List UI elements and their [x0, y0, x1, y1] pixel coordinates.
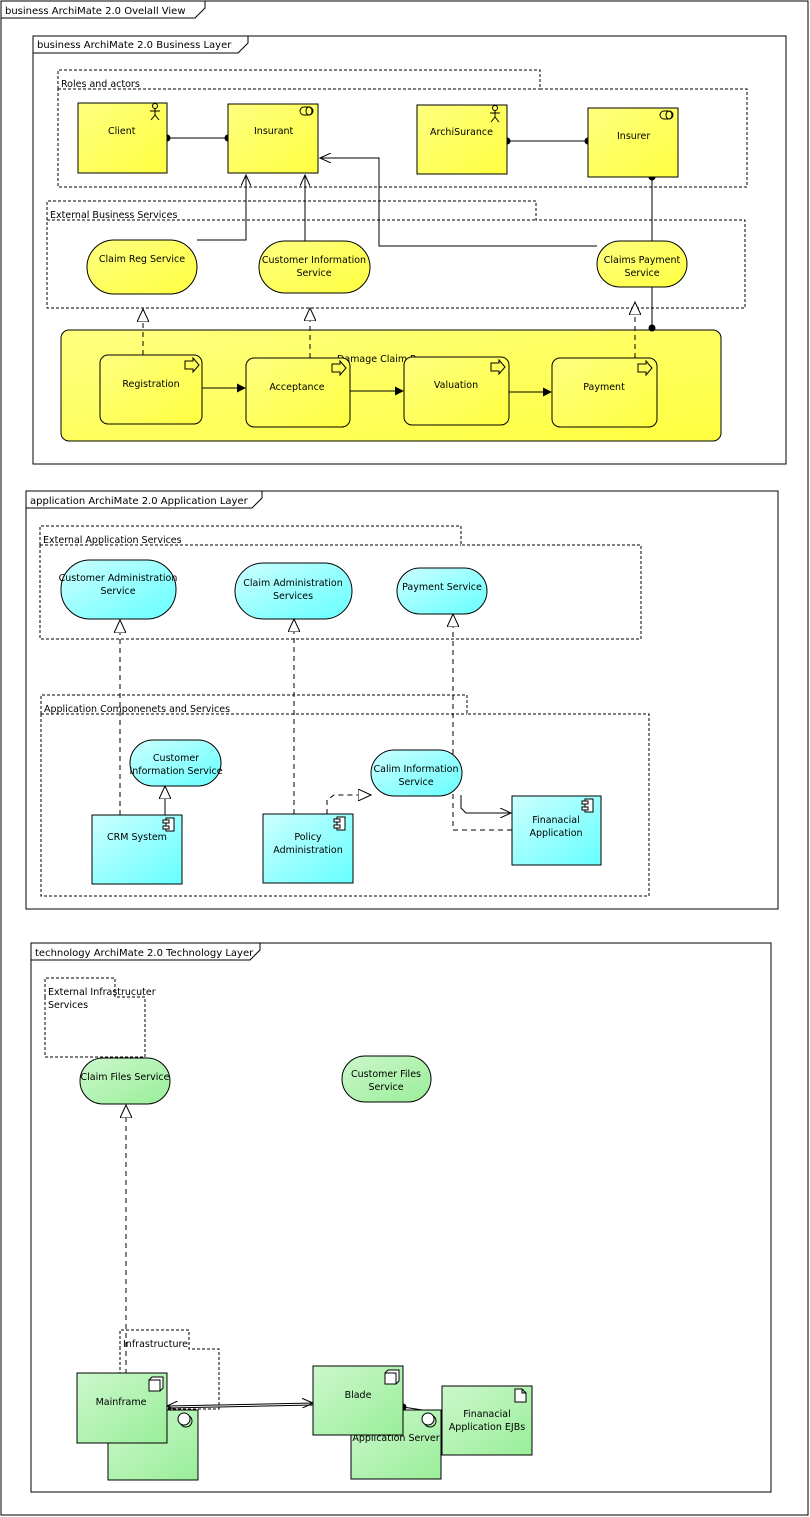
customer-files-service-label-2: Service — [368, 1082, 403, 1093]
claim-files-service-label: Claim Files Service — [81, 1072, 170, 1083]
calim-information-label-1: Calim Information — [374, 764, 459, 775]
acceptance-process[interactable]: Acceptance — [245, 357, 351, 428]
financial-application-component[interactable]: Finanacial Application — [511, 795, 602, 866]
acceptance-label: Acceptance — [269, 382, 324, 393]
infrastructure-label: Infrastructure — [123, 1339, 188, 1350]
application-layer-title: application ArchiMate 2.0 Application La… — [30, 496, 249, 507]
business-layer-frame: business ArchiMate 2.0 Business Layer — [32, 35, 787, 465]
customer-administration-label-1: Customer Administration — [59, 573, 178, 584]
application-relations — [120, 614, 512, 831]
financial-application-label-2: Application — [529, 828, 582, 839]
customer-administration-label-2: Service — [100, 586, 135, 597]
blade-label: Blade — [345, 1390, 372, 1401]
external-business-services-group[interactable]: External Business Services — [46, 200, 746, 309]
customer-files-service[interactable]: Customer Files Service — [341, 1055, 432, 1103]
system-software-icon — [421, 1412, 437, 1428]
external-business-services-label: External Business Services — [50, 210, 177, 221]
mainframe-label: Mainframe — [96, 1397, 147, 1408]
payment-label: Payment — [583, 382, 625, 393]
application-components-label: Application Componenets and Services — [44, 704, 230, 715]
roles-and-actors-group[interactable]: Roles and actors — [57, 69, 748, 188]
infrastructure-group[interactable]: Infrastructure — [119, 1329, 220, 1410]
customer-files-service-label-1: Customer Files — [351, 1069, 421, 1080]
insurer-label: Insurer — [617, 131, 650, 142]
crm-system-label: CRM System — [107, 832, 167, 843]
claim-reg-service-label: Claim Reg Service — [99, 254, 185, 265]
payment-service-label: Payment Service — [402, 582, 482, 593]
node-icon — [384, 1369, 400, 1385]
calim-information-service[interactable]: Calim Information Service — [370, 749, 463, 797]
damage-claim-process-label: Damage Claim P — [337, 354, 416, 365]
component-icon — [162, 817, 175, 832]
calim-information-label-2: Service — [398, 777, 433, 788]
claims-payment-service-label-1: Claims Payment — [604, 255, 681, 266]
customer-information-app-label-2: Information Service — [129, 766, 222, 777]
customer-administration-service[interactable]: Customer Administration Service — [59, 559, 178, 620]
application-server-label: Application Server — [352, 1433, 439, 1444]
system-software-icon — [177, 1412, 193, 1428]
payment-service[interactable]: Payment Service — [396, 567, 488, 615]
archisurance-label: ArchiSurance — [430, 127, 493, 138]
technology-layer-frame: technology ArchiMate 2.0 Technology Laye… — [30, 942, 772, 1493]
claims-payment-service[interactable]: Claims Payment Service — [596, 240, 688, 288]
policy-administration-component[interactable]: Policy Administration — [262, 813, 354, 884]
role-icon — [659, 110, 674, 120]
customer-information-service[interactable]: Customer Information Service — [258, 240, 371, 294]
financial-ejbs-label-2: Application EJBs — [449, 1422, 525, 1433]
external-application-services-group[interactable]: External Application Services — [39, 525, 642, 640]
artifact-icon — [514, 1388, 527, 1403]
actor-icon — [150, 103, 160, 121]
technology-layer-title: technology ArchiMate 2.0 Technology Laye… — [35, 948, 254, 959]
customer-information-app-service[interactable]: Customer Information Service — [129, 739, 223, 787]
external-infrastructure-label-1: External Infrastrucuter — [48, 987, 156, 998]
component-icon — [333, 816, 346, 831]
mainframe-node[interactable]: Mainframe — [76, 1372, 168, 1444]
valuation-process[interactable]: Valuation — [403, 356, 510, 426]
business-layer-title: business ArchiMate 2.0 Business Layer — [37, 40, 232, 51]
overall-frame-title: business ArchiMate 2.0 Ovelall View — [5, 6, 186, 17]
claims-payment-service-label-2: Service — [624, 268, 659, 279]
actor-icon — [490, 105, 500, 123]
node-icon — [148, 1376, 164, 1392]
process-arrow-icon — [490, 358, 506, 376]
application-components-group[interactable]: Application Componenets and Services — [40, 694, 650, 897]
financial-ejbs-label-1: Finanacial — [463, 1409, 510, 1420]
insurer-role[interactable]: Insurer — [587, 107, 679, 178]
role-icon — [299, 106, 314, 116]
claim-reg-service[interactable]: Claim Reg Service — [86, 239, 198, 295]
insurant-role[interactable]: Insurant — [227, 103, 319, 174]
component-icon — [581, 798, 594, 813]
blade-node[interactable]: Blade — [312, 1365, 404, 1436]
external-infrastructure-group[interactable]: External Infrastrucuter Services — [44, 977, 156, 1058]
claim-administration-services[interactable]: Claim Administration Services — [234, 562, 353, 620]
valuation-label: Valuation — [434, 380, 478, 391]
financial-ejbs-artifact[interactable]: Finanacial Application EJBs — [441, 1385, 533, 1456]
client-actor[interactable]: Client — [77, 102, 168, 174]
archisurance-actor[interactable]: ArchiSurance — [416, 104, 508, 175]
financial-application-label-1: Finanacial — [532, 815, 579, 826]
insurant-label: Insurant — [254, 126, 294, 137]
policy-administration-label-1: Policy — [294, 832, 322, 843]
customer-information-service-label-1: Customer Information — [262, 255, 366, 266]
process-arrow-icon — [637, 359, 653, 377]
process-arrow-icon — [184, 356, 200, 374]
roles-and-actors-label: Roles and actors — [61, 79, 140, 90]
process-arrow-icon — [331, 359, 347, 377]
claim-files-service[interactable]: Claim Files Service — [79, 1057, 171, 1105]
application-layer-frame: application ArchiMate 2.0 Application La… — [25, 490, 779, 910]
claim-administration-label-1: Claim Administration — [243, 578, 343, 589]
payment-process[interactable]: Payment — [551, 357, 658, 428]
client-label: Client — [108, 126, 136, 137]
customer-information-app-label-1: Customer — [153, 753, 199, 764]
policy-administration-label-2: Administration — [273, 845, 343, 856]
external-application-services-label: External Application Services — [43, 535, 182, 546]
claim-administration-label-2: Services — [273, 591, 313, 602]
registration-label: Registration — [122, 379, 179, 390]
registration-process[interactable]: Registration — [99, 354, 203, 425]
external-infrastructure-label-2: Services — [48, 1000, 88, 1011]
crm-system-component[interactable]: CRM System — [91, 814, 183, 885]
customer-information-service-label-2: Service — [296, 268, 331, 279]
